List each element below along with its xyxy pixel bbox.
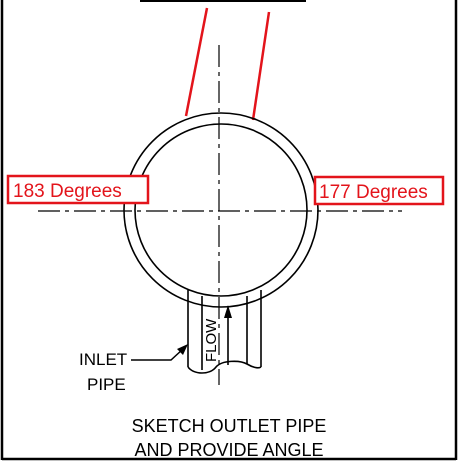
diagram-frame (0, 0, 458, 461)
manhole-structure (123, 112, 319, 308)
right-angle-label: 177 Degrees (319, 182, 428, 203)
right-angle-box (313, 175, 445, 206)
inlet-pipe (187, 290, 262, 374)
inlet-leader (131, 344, 188, 361)
inlet-label-line2: PIPE (87, 375, 126, 394)
outlet-pipe-sketch (184, 7, 271, 121)
left-angle-label: 183 Degrees (13, 181, 122, 202)
left-angle-box (6, 174, 150, 205)
instruction-line1: SKETCH OUTLET PIPE (132, 416, 327, 436)
flow-arrow (224, 305, 232, 365)
inlet-label-line1: INLET (79, 350, 127, 369)
instruction-line2: AND PROVIDE ANGLE (134, 440, 323, 460)
flow-label: FLOW (203, 318, 220, 362)
